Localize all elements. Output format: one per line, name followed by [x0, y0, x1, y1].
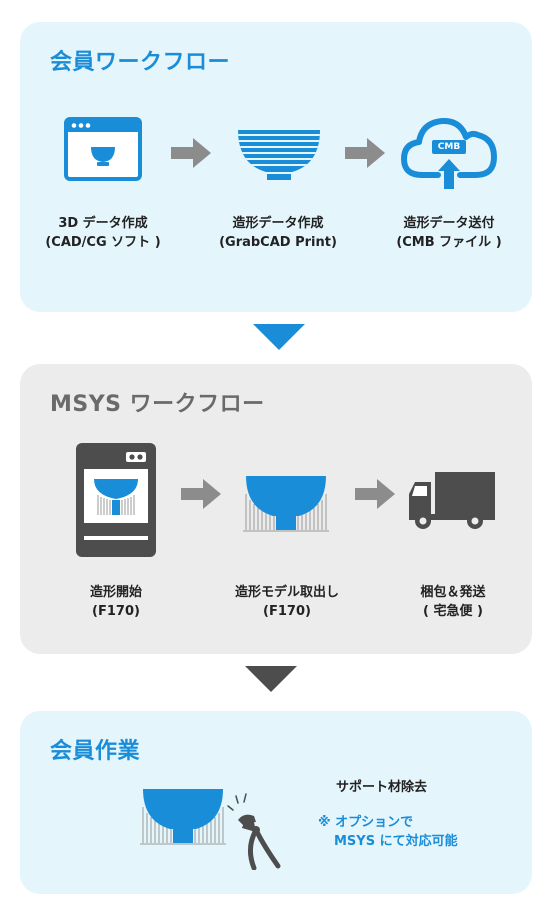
flow-arrow-icon — [171, 138, 211, 168]
step-label-line1: 造形モデル取出し — [234, 585, 339, 600]
flow-arrow-icon — [345, 138, 385, 168]
task-label: サポート材除去 — [336, 780, 428, 795]
step-label: 造形データ送付 (CMB ファイル ) — [374, 214, 524, 252]
down-triangle-icon — [253, 324, 305, 350]
step-label-line1: 3D データ作成 — [58, 216, 148, 231]
step-label: 造形モデル取出し (F170) — [212, 583, 362, 621]
step-label-line1: 造形データ作成 — [232, 216, 324, 231]
step-label-line2: (CMB ファイル ) — [396, 235, 502, 250]
step-label: 造形データ作成 (GrabCAD Print) — [203, 214, 353, 252]
step-label: 梱包＆発送 ( 宅急便 ) — [378, 583, 528, 621]
cloud-upload-icon: CMB — [400, 113, 498, 191]
member-workflow-title: 会員ワークフロー — [50, 50, 231, 75]
step-label-line1: 造形データ送付 — [403, 216, 495, 231]
3d-printer-icon — [76, 443, 156, 557]
nipper-icon — [227, 793, 281, 870]
step-label-line2: (CAD/CG ソフト ) — [45, 235, 161, 250]
step-label-line2: (F170) — [263, 604, 311, 619]
down-triangle-icon — [245, 666, 297, 692]
browser-window-icon — [64, 117, 142, 181]
flow-arrow-icon — [355, 479, 395, 509]
step-label-line2: (F170) — [92, 604, 140, 619]
msys-workflow-title: MSYS ワークフロー — [50, 392, 265, 417]
step-label-line1: 梱包＆発送 — [420, 585, 486, 600]
step-label: 造形開始 (F170) — [41, 583, 191, 621]
option-note-line1: ※ オプションで — [318, 815, 414, 830]
step-label-line2: ( 宅急便 ) — [423, 604, 483, 619]
step-label-line1: 造形開始 — [89, 585, 142, 600]
step-label: 3D データ作成 (CAD/CG ソフト ) — [28, 214, 178, 252]
delivery-truck-icon — [409, 472, 495, 529]
cmb-badge: CMB — [437, 142, 461, 152]
option-note-line2: MSYS にて対応可能 — [334, 834, 458, 849]
flow-arrow-icon — [181, 479, 221, 509]
bowl-with-support-icon — [140, 789, 226, 845]
striped-bowl-icon — [238, 130, 320, 180]
option-note: ※ オプションで MSYS にて対応可能 — [318, 813, 458, 851]
bowl-with-support-icon — [243, 476, 329, 532]
member-task-title: 会員作業 — [50, 739, 141, 764]
step-label-line2: (GrabCAD Print) — [219, 235, 337, 250]
